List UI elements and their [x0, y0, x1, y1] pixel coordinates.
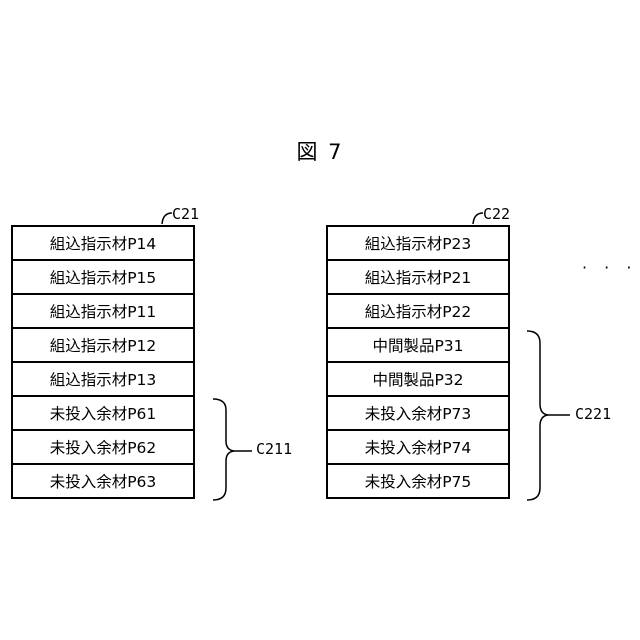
c21-item: 組込指示材P15	[13, 261, 193, 295]
c21-leader	[162, 213, 172, 224]
c21-item: 未投入余材P63	[13, 465, 193, 497]
c22-item: 中間製品P32	[328, 363, 508, 397]
c21-item: 組込指示材P14	[13, 227, 193, 261]
container-c21: 組込指示材P14 組込指示材P15 組込指示材P11 組込指示材P12 組込指示…	[11, 225, 195, 499]
c221-brace	[527, 331, 548, 500]
c22-item: 未投入余材P75	[328, 465, 508, 497]
container-c22: 組込指示材P23 組込指示材P21 組込指示材P22 中間製品P31 中間製品P…	[326, 225, 510, 499]
c21-item: 組込指示材P12	[13, 329, 193, 363]
c22-leader	[473, 213, 483, 224]
continuation-ellipsis: · · ·	[582, 258, 637, 277]
c21-item: 組込指示材P11	[13, 295, 193, 329]
c221-label: C221	[575, 405, 611, 423]
c22-item: 組込指示材P21	[328, 261, 508, 295]
c211-label: C211	[256, 440, 292, 458]
c21-item: 未投入余材P62	[13, 431, 193, 465]
c22-item: 未投入余材P73	[328, 397, 508, 431]
c21-label: C21	[172, 205, 199, 223]
c22-item: 組込指示材P22	[328, 295, 508, 329]
c22-item: 未投入余材P74	[328, 431, 508, 465]
c21-item: 組込指示材P13	[13, 363, 193, 397]
c21-item: 未投入余材P61	[13, 397, 193, 431]
c22-item: 組込指示材P23	[328, 227, 508, 261]
c22-label: C22	[483, 205, 510, 223]
figure-title: 図 7	[0, 136, 640, 166]
c211-brace	[213, 399, 234, 500]
c22-item: 中間製品P31	[328, 329, 508, 363]
